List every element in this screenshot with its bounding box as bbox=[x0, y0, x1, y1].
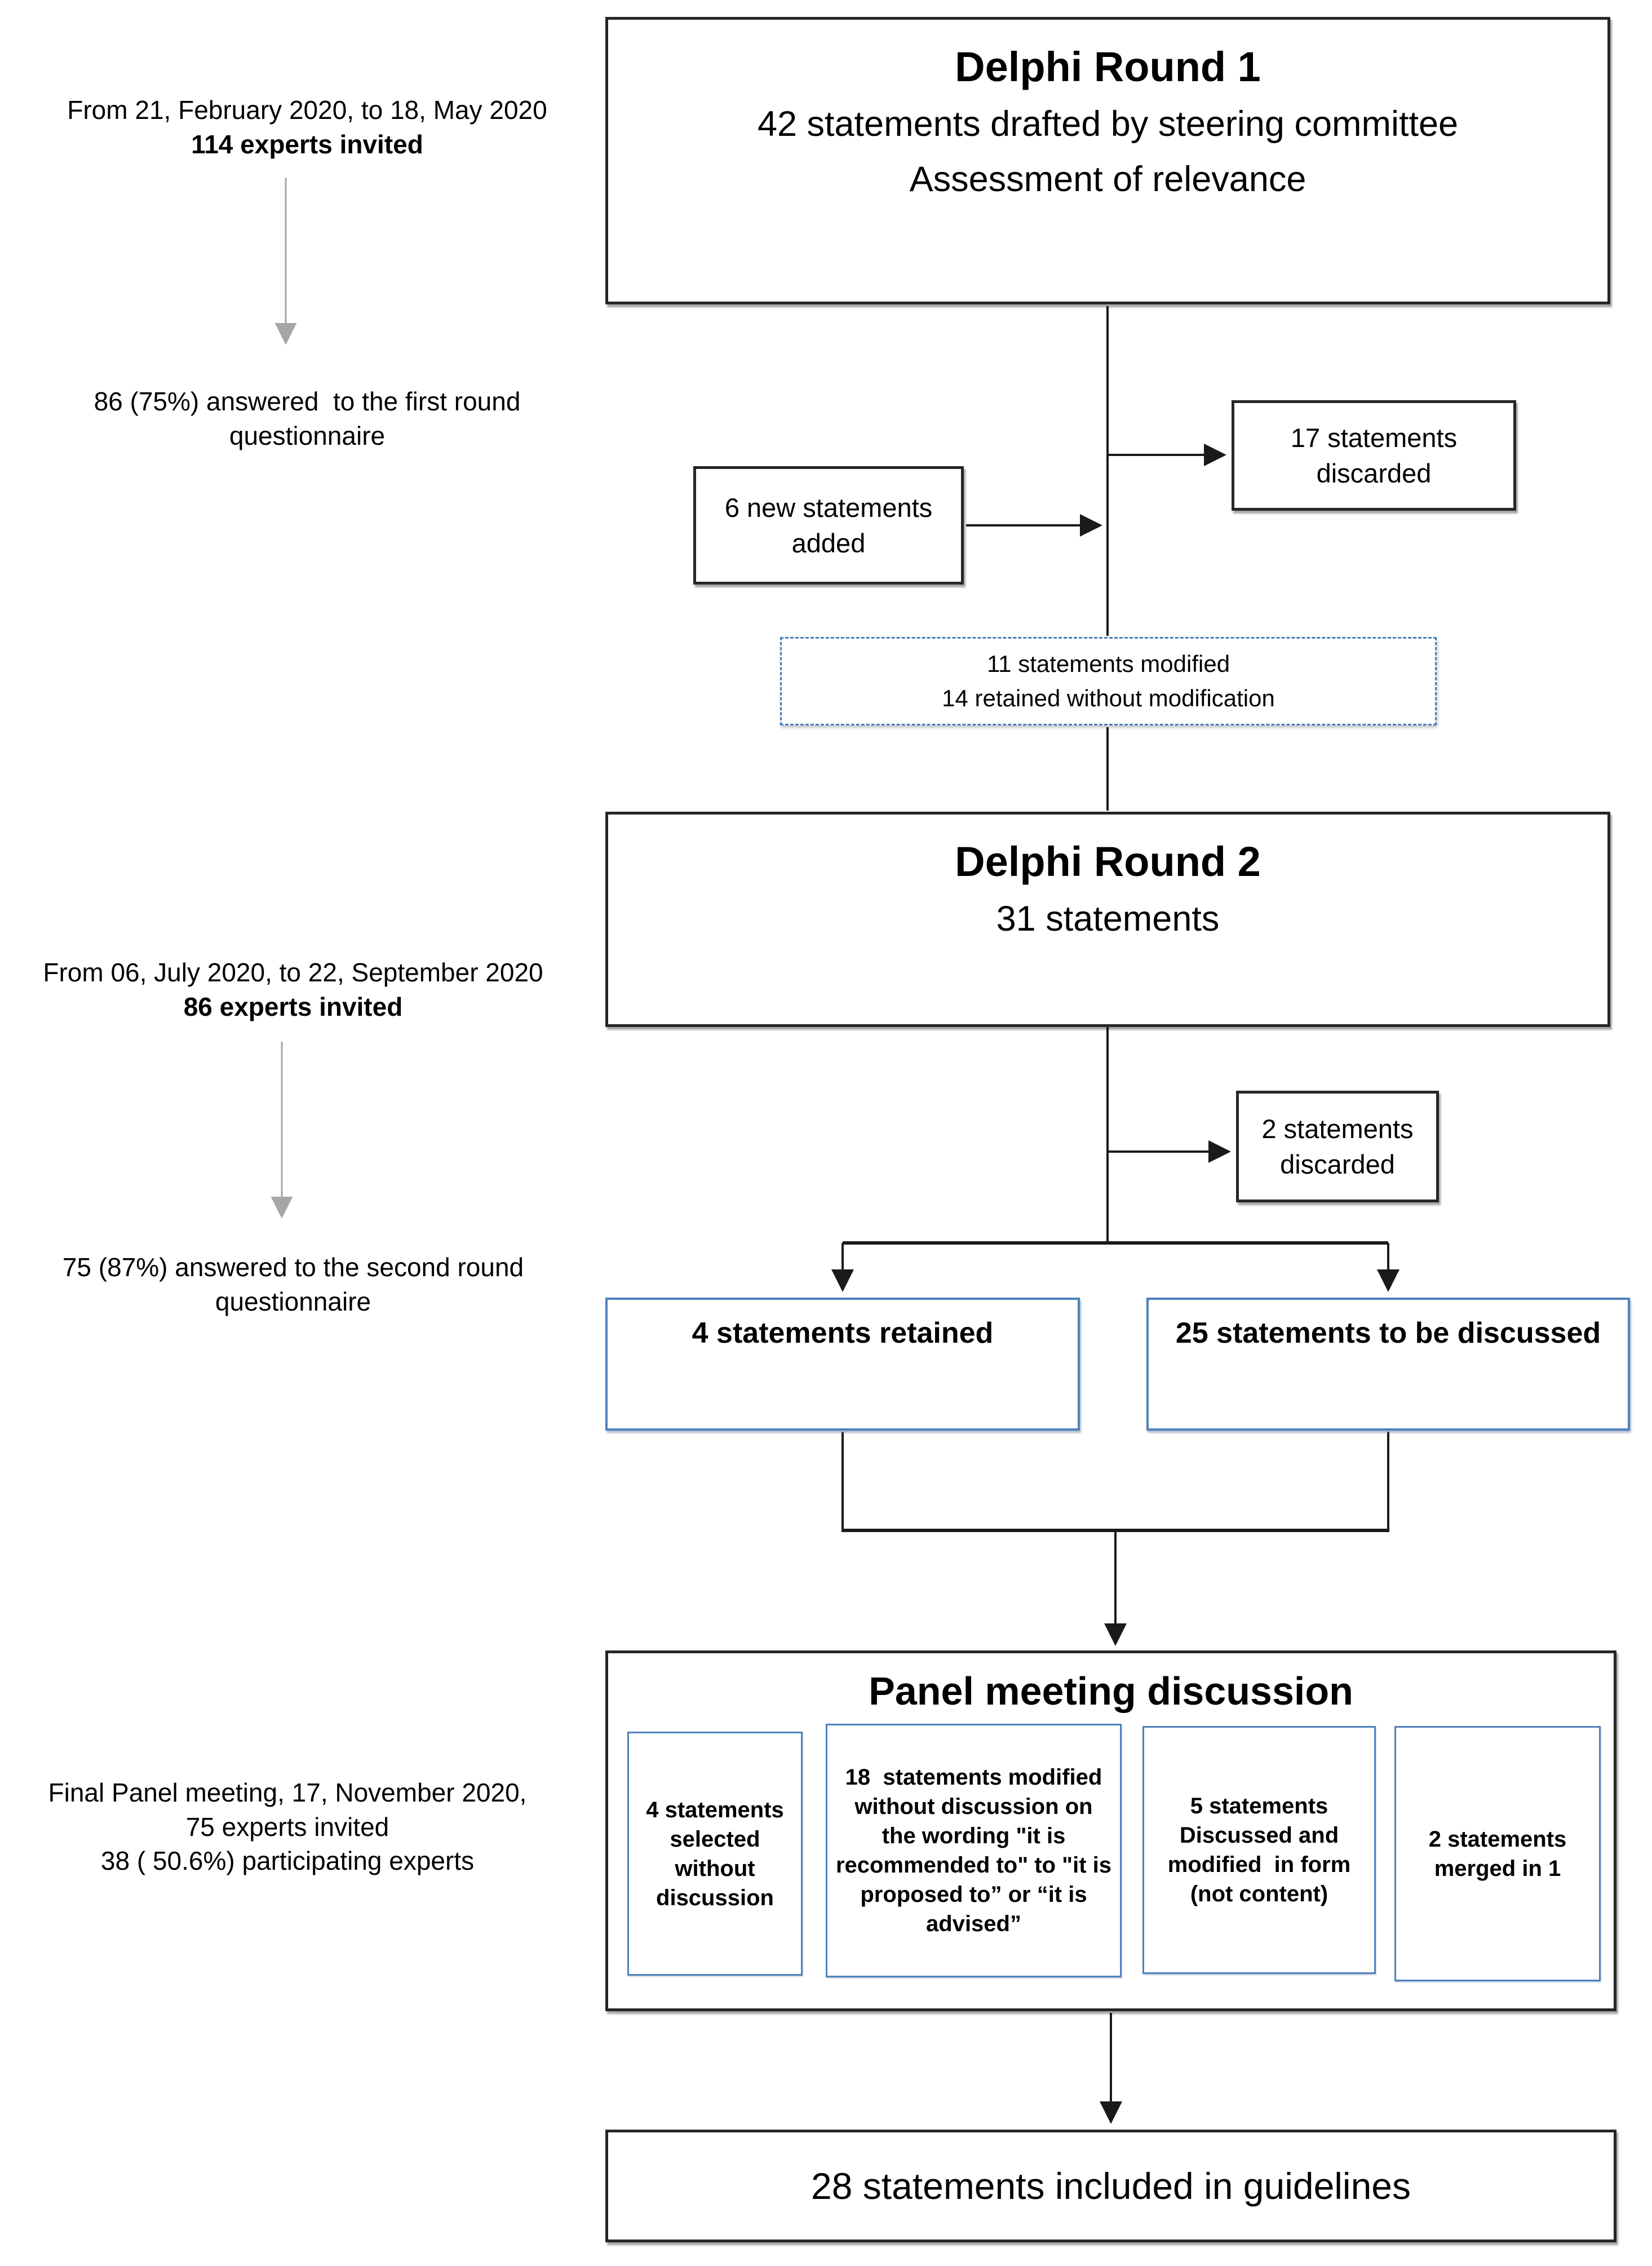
annotation-period2: From 06, July 2020, to 22, September 202… bbox=[23, 955, 564, 1024]
retained-text: 4 statements retained bbox=[692, 1317, 994, 1349]
panel-sub3-text: 5 statements Discussed and modified in f… bbox=[1167, 1794, 1357, 1906]
discarded2-text: 2 statements discarded bbox=[1261, 1113, 1421, 1179]
annotation-final-meeting: Final Panel meeting, 17, November 2020, … bbox=[6, 1776, 569, 1878]
period2-experts: 86 experts invited bbox=[183, 992, 403, 1021]
round2-line1: 31 statements bbox=[996, 899, 1220, 939]
modified-box: 11 statements modified 14 retained witho… bbox=[780, 637, 1437, 725]
panel-sub1-box: 4 statements selected without discussion bbox=[627, 1732, 803, 1976]
period1-dates: From 21, February 2020, to 18, May 2020 bbox=[67, 95, 547, 125]
discarded1-text: 17 statements discarded bbox=[1290, 422, 1465, 488]
round1-line1: 42 statements drafted by steering commit… bbox=[757, 104, 1459, 144]
modified-line2: 14 retained without modification bbox=[942, 684, 1275, 711]
final-meeting-date: Final Panel meeting, 17, November 2020, bbox=[48, 1778, 527, 1807]
response1-line1: 86 (75%) answered to the first round bbox=[94, 387, 521, 416]
retained-box: 4 statements retained bbox=[605, 1298, 1080, 1431]
annotation-response1: 86 (75%) answered to the first round que… bbox=[37, 384, 578, 453]
annotation-period1: From 21, February 2020, to 18, May 2020 … bbox=[37, 93, 578, 161]
round1-title: Delphi Round 1 bbox=[955, 43, 1261, 90]
result-text: 28 statements included in guidelines bbox=[811, 2165, 1411, 2207]
panel-sub4-box: 2 statements merged in 1 bbox=[1394, 1726, 1601, 1981]
panel-sub3-box: 5 statements Discussed and modified in f… bbox=[1142, 1726, 1376, 1974]
panel-sub2-text: 18 statements modified without discussio… bbox=[835, 1765, 1118, 1936]
discussed-text: 25 statements to be discussed bbox=[1175, 1317, 1601, 1349]
round2-title: Delphi Round 2 bbox=[955, 838, 1261, 885]
panel-sub4-text: 2 statements merged in 1 bbox=[1428, 1826, 1573, 1881]
final-meeting-participants: 38 ( 50.6%) participating experts bbox=[100, 1846, 475, 1876]
panel-sub1-text: 4 statements selected without discussion bbox=[646, 1797, 790, 1910]
response2-line1: 75 (87%) answered to the second round bbox=[62, 1253, 524, 1282]
discarded1-box: 17 statements discarded bbox=[1232, 400, 1516, 511]
panel-title: Panel meeting discussion bbox=[869, 1669, 1353, 1713]
discussed-box: 25 statements to be discussed bbox=[1146, 1298, 1630, 1431]
round2-box: Delphi Round 2 31 statements bbox=[605, 812, 1610, 1027]
response2-line2: questionnaire bbox=[215, 1286, 371, 1316]
discarded2-box: 2 statements discarded bbox=[1236, 1091, 1439, 1202]
panel-sub2-box: 18 statements modified without discussio… bbox=[826, 1724, 1122, 1977]
period2-dates: From 06, July 2020, to 22, September 202… bbox=[43, 958, 543, 987]
period1-experts: 114 experts invited bbox=[191, 129, 423, 159]
response1-line2: questionnaire bbox=[229, 421, 386, 450]
annotation-response2: 75 (87%) answered to the second round qu… bbox=[23, 1250, 564, 1318]
final-meeting-invited: 75 experts invited bbox=[185, 1812, 389, 1842]
modified-line1: 11 statements modified bbox=[986, 650, 1230, 677]
round1-line2: Assessment of relevance bbox=[909, 159, 1306, 199]
result-box: 28 statements included in guidelines bbox=[605, 2130, 1616, 2242]
round1-box: Delphi Round 1 42 statements drafted by … bbox=[605, 17, 1610, 304]
added-box: 6 new statements added bbox=[693, 466, 964, 585]
added-text: 6 new statements added bbox=[724, 492, 940, 558]
